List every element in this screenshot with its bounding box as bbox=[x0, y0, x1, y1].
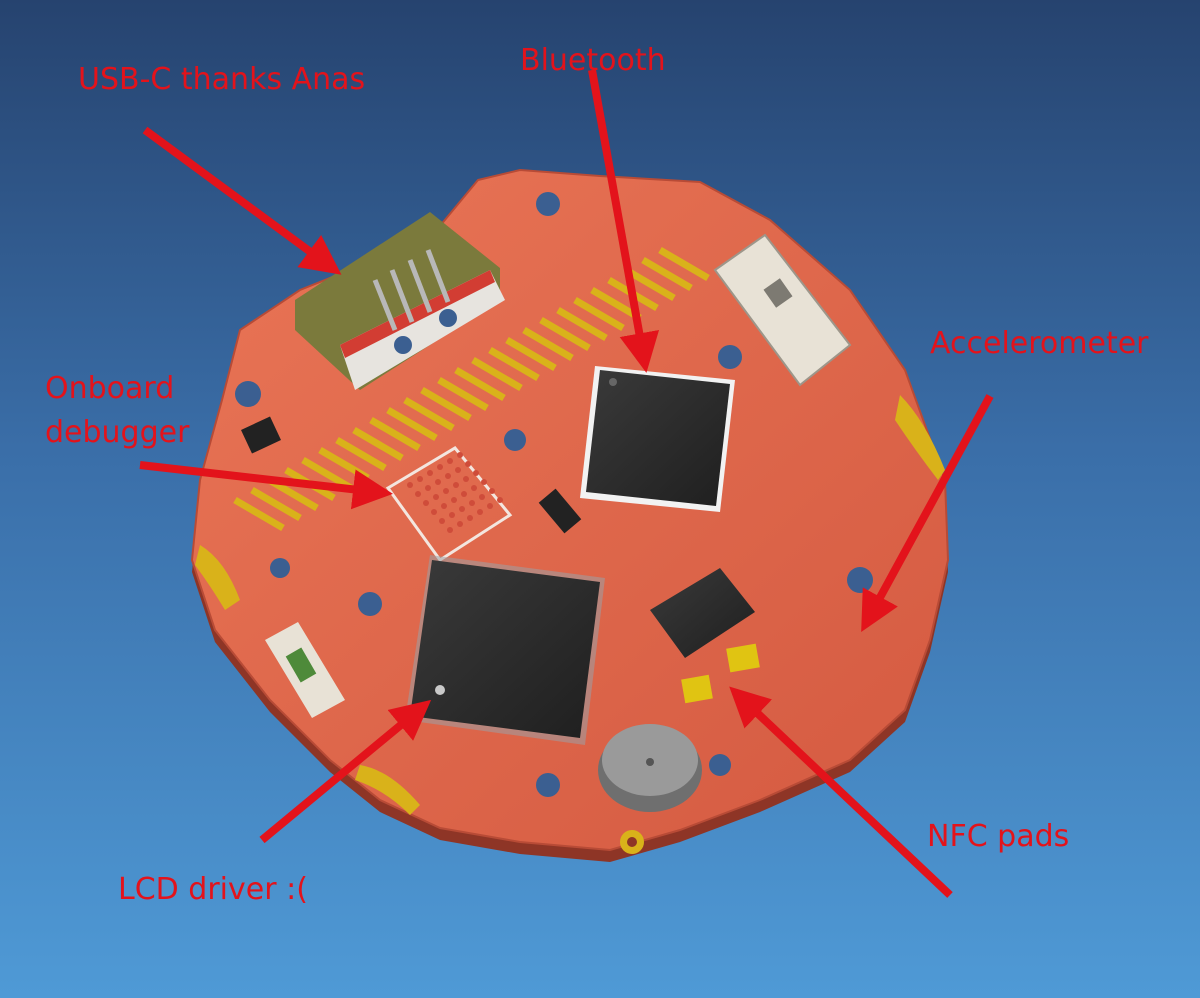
bga-ball bbox=[471, 485, 477, 491]
nfc-pad-right bbox=[726, 643, 760, 673]
arrow-bluetooth bbox=[588, 69, 660, 373]
bga-ball bbox=[481, 479, 487, 485]
bga-ball bbox=[463, 476, 469, 482]
gold-edge-pad bbox=[355, 765, 420, 815]
edge-finger bbox=[641, 256, 693, 292]
bga-ball bbox=[469, 500, 475, 506]
bga-ball bbox=[445, 473, 451, 479]
arrow-nfc bbox=[729, 686, 953, 898]
callout-bluetooth: Bluetooth bbox=[520, 43, 666, 78]
callout-debugger: Onboard debugger bbox=[45, 371, 190, 450]
edge-finger bbox=[233, 496, 285, 532]
bluetooth-module bbox=[580, 366, 735, 512]
bga-ball bbox=[435, 479, 441, 485]
edge-finger bbox=[437, 376, 489, 412]
bga-ball bbox=[461, 491, 467, 497]
annotation-arrows bbox=[139, 69, 994, 898]
bga-ball bbox=[423, 500, 429, 506]
edge-finger bbox=[539, 316, 591, 352]
edge-finger bbox=[369, 416, 421, 452]
bga-ball bbox=[489, 488, 495, 494]
edge-finger bbox=[454, 366, 506, 402]
bga-ball bbox=[479, 494, 485, 500]
bga-ball bbox=[447, 527, 453, 533]
side-led bbox=[265, 622, 345, 718]
bga-ball bbox=[453, 482, 459, 488]
callout-accelerometer: Accelerometer bbox=[930, 326, 1149, 361]
edge-finger bbox=[505, 336, 557, 372]
usb-c-connector bbox=[295, 212, 505, 390]
arrow-debugger bbox=[139, 461, 393, 510]
lcd-driver-chip bbox=[405, 555, 605, 745]
bga-ball bbox=[427, 470, 433, 476]
bga-ball bbox=[415, 491, 421, 497]
edge-finger bbox=[573, 296, 625, 332]
edge-finger bbox=[403, 396, 455, 432]
edge-finger bbox=[352, 426, 404, 462]
arrow-lcd-driver bbox=[259, 699, 432, 844]
bga-ball bbox=[437, 464, 443, 470]
small-ic bbox=[241, 416, 281, 454]
callout-usb-c: USB-C thanks Anas bbox=[78, 62, 366, 97]
slide-switch bbox=[713, 233, 852, 387]
bga-ball bbox=[497, 497, 503, 503]
bga-ball bbox=[441, 503, 447, 509]
bga-ball bbox=[477, 509, 483, 515]
bga-ball bbox=[457, 521, 463, 527]
bga-ball bbox=[439, 518, 445, 524]
nfc-pad-left bbox=[681, 674, 713, 704]
edge-finger bbox=[522, 326, 574, 362]
bga-ball bbox=[449, 512, 455, 518]
edge-connector-fingers bbox=[233, 246, 710, 532]
bga-ball bbox=[433, 494, 439, 500]
bga-ball bbox=[465, 461, 471, 467]
arrow-accelerometer bbox=[861, 394, 994, 633]
bga-ball bbox=[425, 485, 431, 491]
diode bbox=[538, 488, 582, 534]
bga-ball bbox=[443, 488, 449, 494]
gold-edge-pad bbox=[895, 395, 945, 480]
bga-ball bbox=[457, 452, 463, 458]
bga-ball bbox=[417, 476, 423, 482]
edge-finger bbox=[301, 456, 353, 492]
buzzer bbox=[598, 724, 702, 812]
edge-finger bbox=[488, 346, 540, 382]
bga-ball bbox=[467, 515, 473, 521]
mounting-holes bbox=[235, 192, 873, 797]
edge-finger bbox=[250, 486, 302, 522]
bga-ball bbox=[407, 482, 413, 488]
bga-ball bbox=[473, 470, 479, 476]
debugger-bga bbox=[385, 446, 513, 563]
callout-nfc-pads: NFC pads bbox=[927, 819, 1070, 854]
bga-ball bbox=[451, 497, 457, 503]
edge-finger bbox=[471, 356, 523, 392]
edge-finger bbox=[386, 406, 438, 442]
edge-finger bbox=[335, 436, 387, 472]
bga-ball bbox=[447, 458, 453, 464]
edge-finger bbox=[420, 386, 472, 422]
arrow-usb-c bbox=[142, 126, 342, 275]
bga-ball bbox=[487, 503, 493, 509]
bga-ball bbox=[459, 506, 465, 512]
gold-edge-pad bbox=[195, 545, 240, 610]
edge-finger bbox=[624, 266, 676, 302]
accelerometer-chip bbox=[650, 568, 755, 658]
callout-lcd-driver: LCD driver :( bbox=[118, 872, 308, 907]
edge-finger bbox=[658, 246, 710, 282]
bga-ball bbox=[431, 509, 437, 515]
bga-ball bbox=[455, 467, 461, 473]
edge-finger bbox=[556, 306, 608, 342]
